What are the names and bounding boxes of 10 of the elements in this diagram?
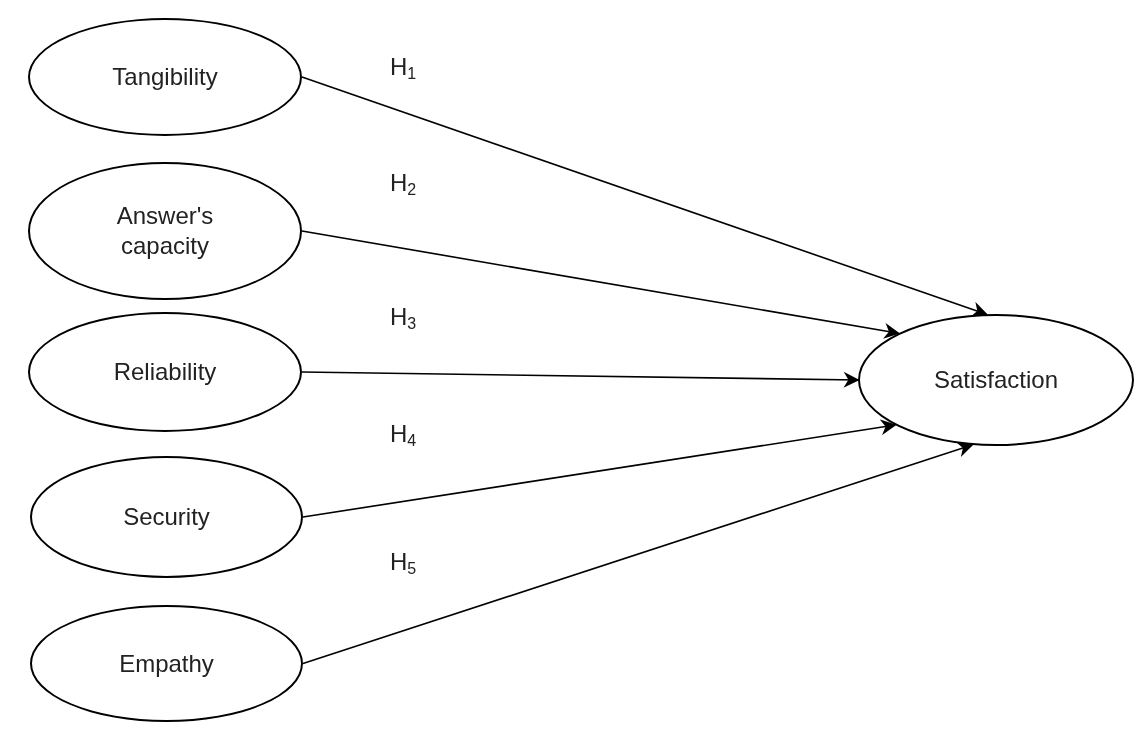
arrow [301, 76, 988, 317]
arrow [302, 419, 897, 518]
node-label: Reliability [113, 357, 217, 387]
node-label: Answer's capacity [115, 201, 215, 261]
node-label: Tangibility [112, 62, 218, 92]
arrow [301, 230, 900, 339]
node-label: Satisfaction [933, 365, 1059, 395]
arrow [301, 371, 860, 388]
node-label: Security [123, 502, 210, 532]
node-label: Empathy [119, 648, 214, 679]
